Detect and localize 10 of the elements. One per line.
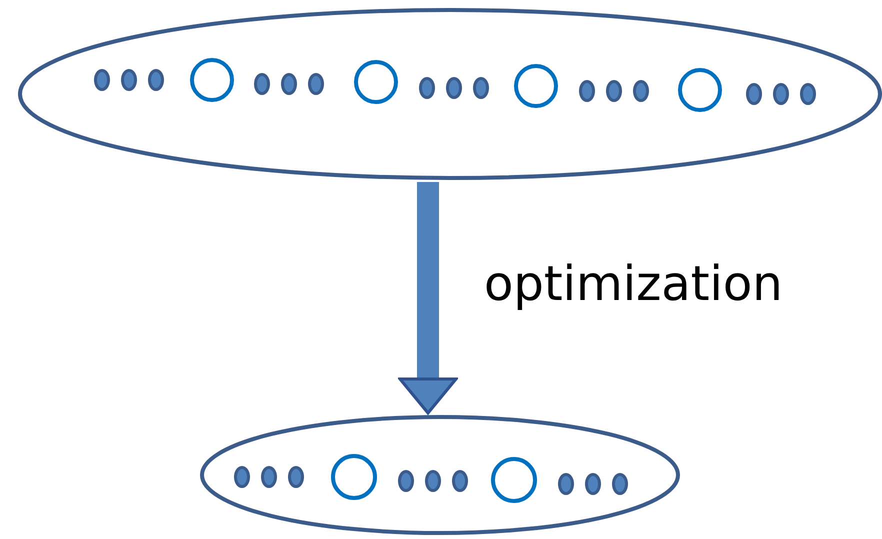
circle-node <box>354 60 398 104</box>
edge-label: optimization <box>484 256 783 312</box>
circle-node <box>491 457 537 503</box>
circle-node <box>514 64 558 108</box>
ellipse-shape <box>18 8 882 180</box>
circle-node <box>331 454 377 500</box>
circle-node <box>678 68 722 112</box>
circle-node <box>190 58 234 102</box>
ellipse-shape <box>200 415 680 535</box>
block-arrow <box>398 182 458 414</box>
